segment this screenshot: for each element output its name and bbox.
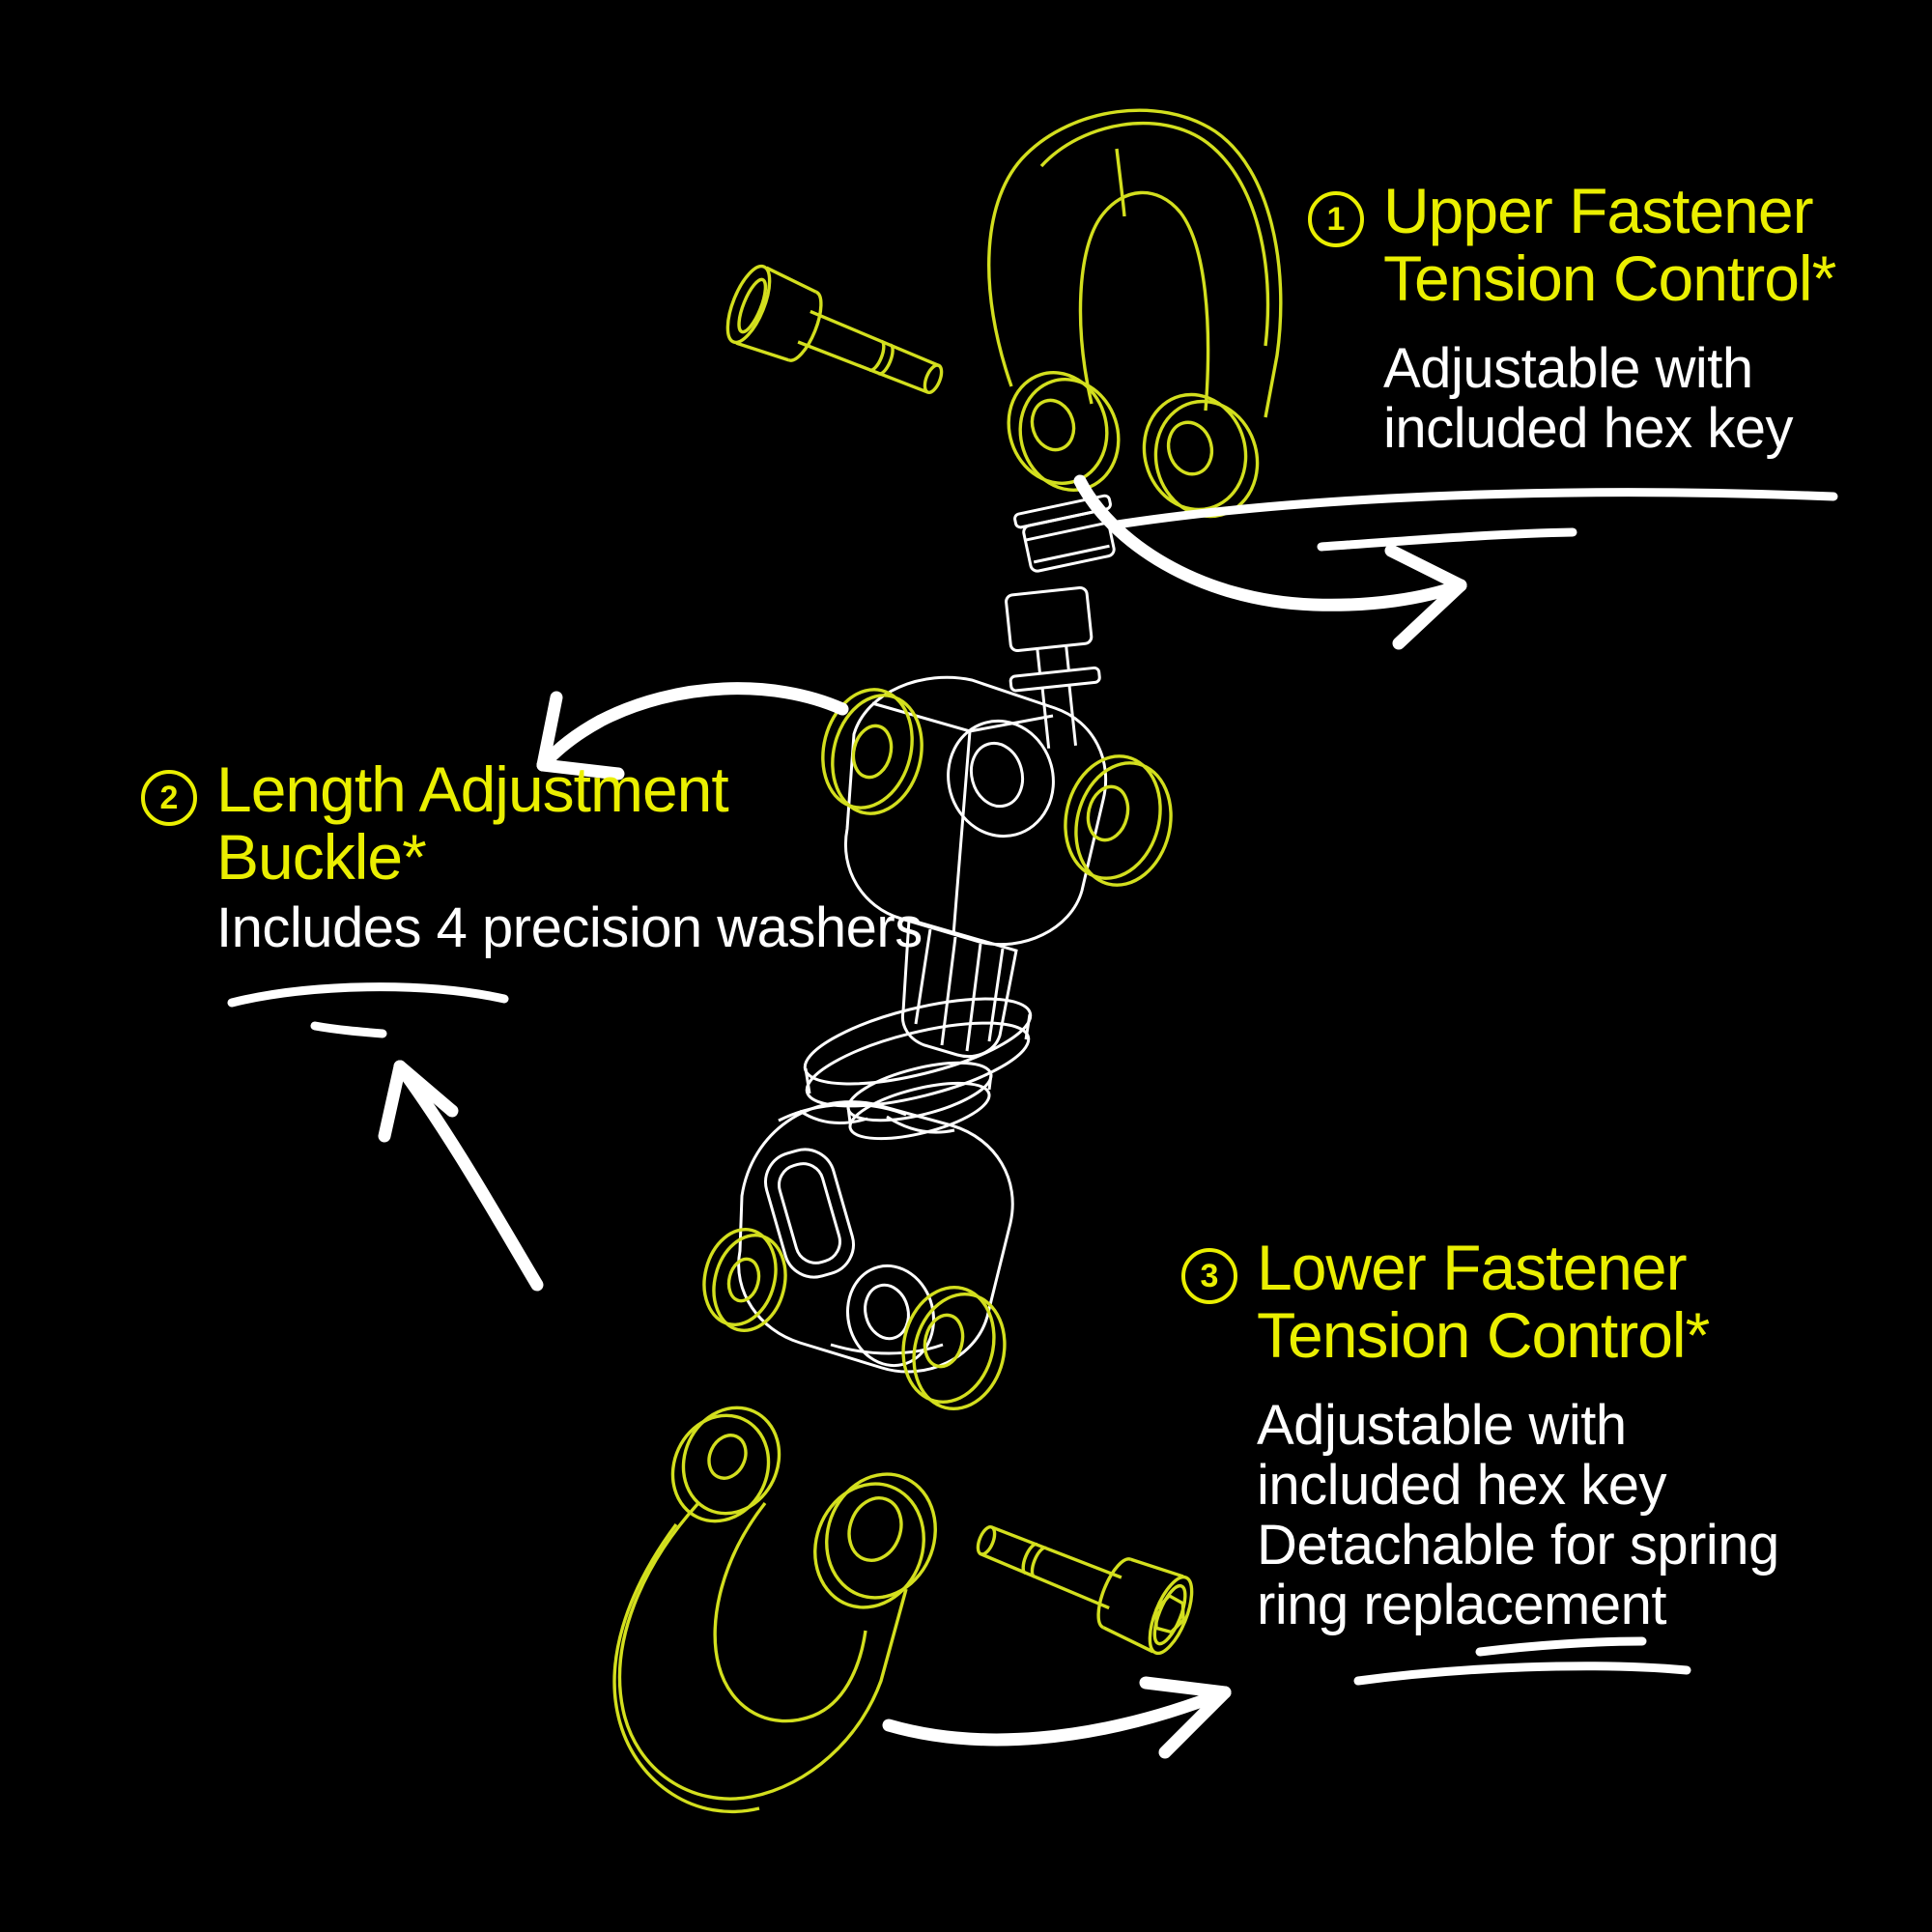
precision-washer [821,688,923,815]
callout-title: Buckle* [216,821,427,893]
callout-body-line: Adjustable with [1257,1394,1627,1457]
underline-upper-callout [1106,488,1838,552]
callout-body-line: Adjustable with [1383,337,1753,400]
callout-length-adjustment-buckle: 2 Length Adjustment Buckle* Includes 4 p… [141,755,923,958]
callout-body-line: ring replacement [1257,1574,1666,1636]
hex-socket [1154,1593,1185,1634]
callout-lower-fastener: 3 Lower Fastener Tension Control* Adjust… [1181,1234,1779,1635]
callout-title: Upper Fastener [1383,175,1814,246]
lower-hex-bolt [976,1524,1194,1656]
adjuster-post [1005,585,1101,749]
callout-title: Length Adjustment [216,753,729,825]
upper-shackle [987,108,1283,519]
arrow-buckle-callout [536,682,849,781]
number-badge-3: 3 [1181,1248,1237,1304]
callout-body-line: Detachable for spring [1257,1514,1779,1577]
arrow-lower-callout [882,1676,1232,1759]
callout-body-line: included hex key [1257,1454,1667,1517]
lower-shackle [612,1406,937,1814]
upper-buckle-body [844,675,1108,1059]
number-badge-1: 1 [1308,191,1364,247]
callout-title: Tension Control* [1383,242,1836,314]
spacer-collar [1013,494,1116,573]
underline-lower-callout [1353,1636,1691,1686]
callout-body-line: Includes 4 precision washers [216,896,923,959]
flange-disc [803,997,1033,1141]
callout-title: Tension Control* [1257,1299,1710,1371]
underline-buckle-callout [227,982,509,1038]
lower-buckle-body [737,1100,1014,1374]
precision-washer [901,1286,1007,1410]
callout-title: Lower Fastener [1257,1232,1688,1303]
callout-body-line: included hex key [1383,397,1794,460]
precision-washer [702,1228,787,1332]
arrow-buckle-underline [378,1060,544,1292]
precision-washer [1064,754,1173,887]
callout-upper-fastener: 1 Upper Fastener Tension Control* Adjust… [1308,175,1836,460]
upper-hex-bolt [725,264,944,395]
number-badge-2: 2 [141,770,197,826]
